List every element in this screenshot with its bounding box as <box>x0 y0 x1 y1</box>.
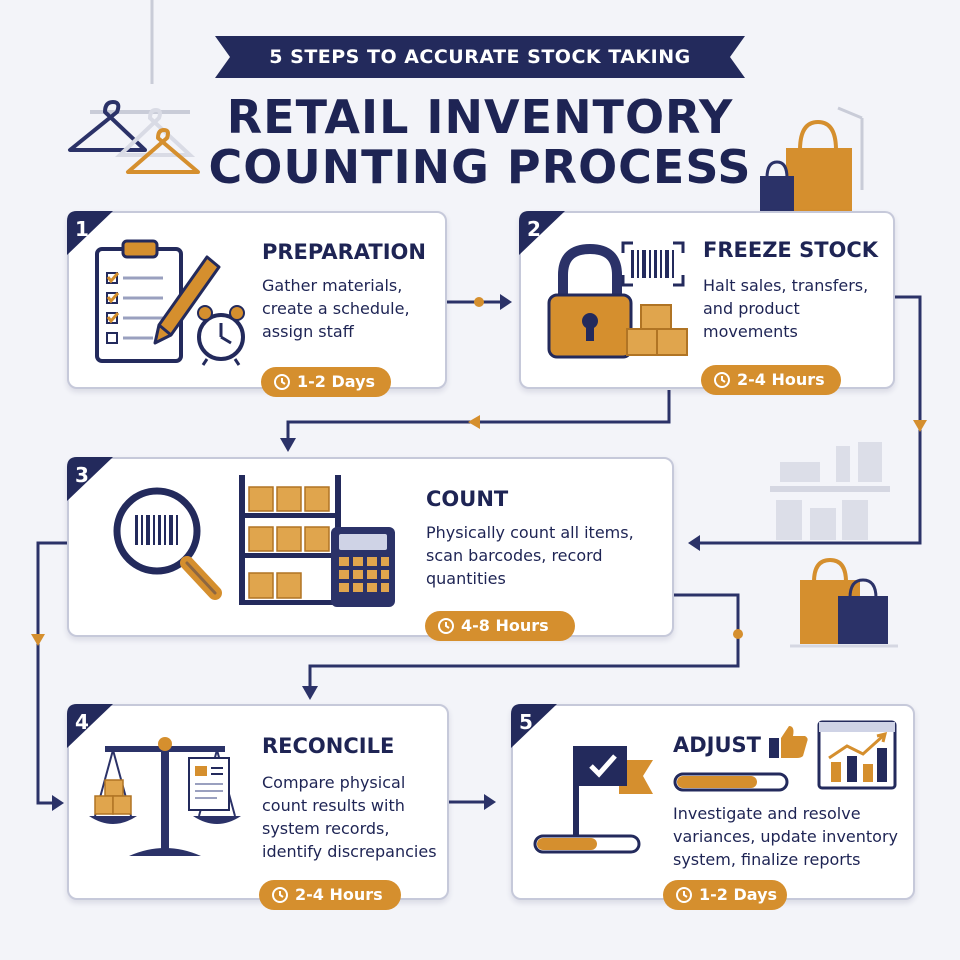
clock-icon <box>714 372 730 388</box>
step-card-freeze-stock: 2 FREEZE STOCK Halt sales, transfers, an… <box>519 211 895 395</box>
clock-icon <box>438 618 454 634</box>
pencil-icon <box>153 255 221 345</box>
duration-badge: 4-8 Hours <box>425 611 575 641</box>
step-card-adjust: 5 ADJUST Investigate and resolve varianc… <box>511 704 915 910</box>
step-title: RECONCILE <box>262 734 395 758</box>
step-card-reconcile: 4 RECONCILE Compare physical count resul… <box>67 704 449 910</box>
step-description: Investigate and resolve variances, updat… <box>673 804 898 869</box>
step-description: Halt sales, transfers, and product movem… <box>703 276 869 341</box>
step-number-badge: 3 <box>67 457 113 501</box>
step-number-badge: 4 <box>67 704 113 748</box>
scale-icon <box>89 737 241 856</box>
bar-chart-icon <box>817 720 897 790</box>
box-icon <box>626 304 688 356</box>
step-title: ADJUST <box>673 733 761 757</box>
step-number-badge: 1 <box>67 211 113 255</box>
step-description: Compare physical count results with syst… <box>262 773 437 861</box>
step-title: COUNT <box>426 487 509 511</box>
barcode-icon <box>621 241 685 287</box>
step-description: Gather materials, create a schedule, ass… <box>262 276 410 341</box>
duration-badge: 1-2 Days <box>261 367 391 397</box>
document-icon <box>188 757 230 811</box>
alarm-clock-icon <box>197 305 245 366</box>
banner-text: 5 STEPS TO ACCURATE STOCK TAKING <box>269 46 691 68</box>
step-title: FREEZE STOCK <box>703 238 879 262</box>
clock-icon <box>272 887 288 903</box>
step-card-preparation: 1 PREPARATION Gather materials, create a… <box>67 211 447 397</box>
step-card-count: 3 COUNT Physically count all items, scan… <box>67 457 674 641</box>
thumbs-up-icon <box>769 726 808 758</box>
duration-label: 1-2 Days <box>297 372 376 391</box>
padlock-icon <box>547 243 633 359</box>
progress-bar <box>673 772 789 792</box>
flag-icon <box>533 746 653 854</box>
duration-label: 2-4 Hours <box>737 370 825 389</box>
calculator-icon <box>331 527 395 607</box>
page-title-line1: RETAIL INVENTORY <box>226 90 734 144</box>
duration-badge: 2-4 Hours <box>259 880 401 910</box>
duration-badge: 1-2 Days <box>663 880 787 910</box>
duration-badge: 2-4 Hours <box>701 365 841 395</box>
magnifier-icon <box>113 487 222 600</box>
step-description: Physically count all items, scan barcode… <box>426 523 634 588</box>
page-title-line2: COUNTING PROCESS <box>208 140 752 194</box>
step-number-badge: 2 <box>519 211 565 255</box>
duration-label: 2-4 Hours <box>295 885 383 904</box>
duration-label: 4-8 Hours <box>461 616 549 635</box>
step-title: PREPARATION <box>262 240 426 264</box>
shelf-icon <box>239 475 341 605</box>
clock-icon <box>274 374 290 390</box>
header-banner: 5 STEPS TO ACCURATE STOCK TAKING <box>215 36 745 78</box>
step-number-badge: 5 <box>511 704 557 748</box>
clock-icon <box>676 887 692 903</box>
duration-label: 1-2 Days <box>699 885 778 904</box>
